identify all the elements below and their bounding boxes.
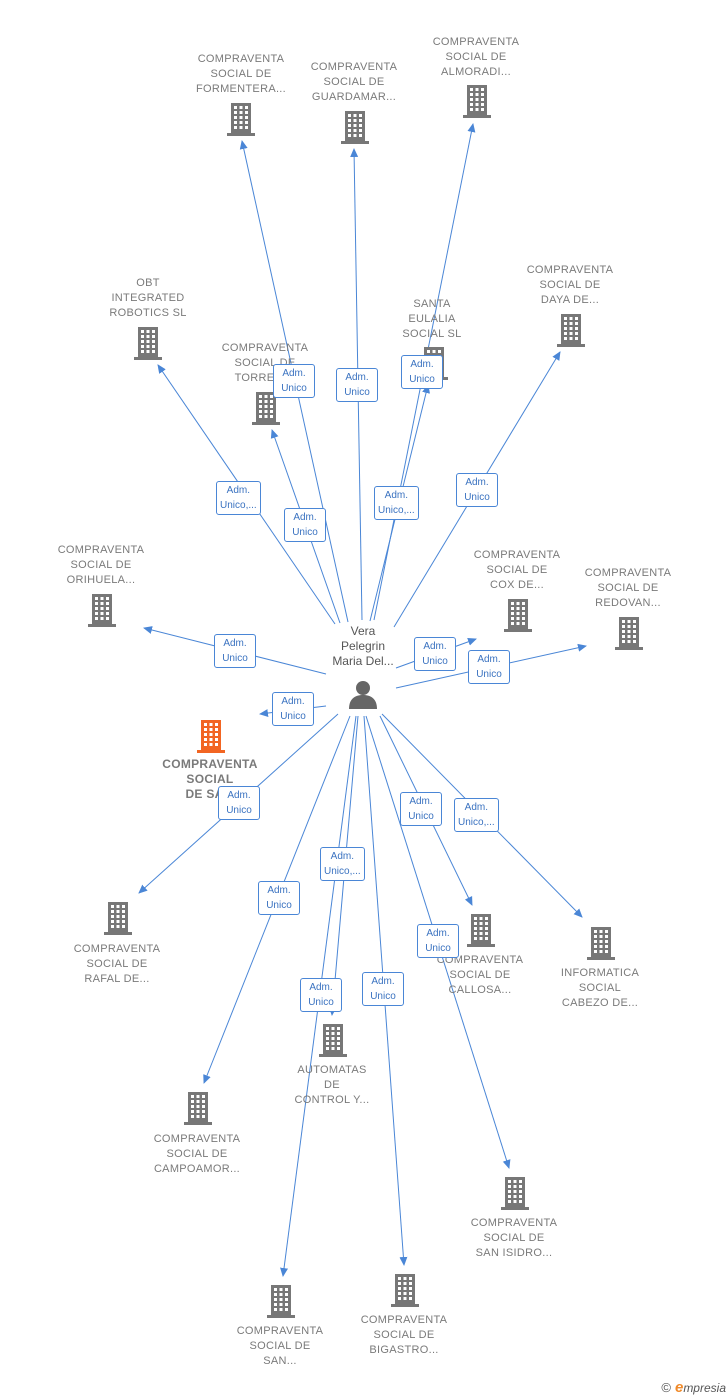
building-icon-san[interactable] xyxy=(264,1283,298,1319)
center-person-label[interactable]: Vera Pelegrin Maria Del... xyxy=(332,624,394,668)
edge-label-highlight: Adm. Unico xyxy=(272,692,314,726)
building-icon-guardamar[interactable] xyxy=(338,109,372,145)
node-label-campoamor[interactable]: COMPRAVENTA SOCIAL DE CAMPOAMOR... xyxy=(153,1133,241,1175)
node-label-obt[interactable]: OBT INTEGRATED ROBOTICS SL xyxy=(109,277,187,319)
node-label-guardamar[interactable]: COMPRAVENTA SOCIAL DE GUARDAMAR... xyxy=(310,61,398,103)
building-icon-bigastro[interactable] xyxy=(388,1272,422,1308)
building-icon-campoamor[interactable] xyxy=(181,1090,215,1126)
edge-label-orihuela: Adm. Unico xyxy=(214,634,256,668)
node-label-callosa[interactable]: COMPRAVENTA SOCIAL DE CALLOSA... xyxy=(436,954,524,996)
building-icon-orihuela[interactable] xyxy=(85,592,119,628)
node-label-sanisidro[interactable]: COMPRAVENTA SOCIAL DE SAN ISIDRO... xyxy=(470,1217,558,1259)
building-icon-redovan[interactable] xyxy=(612,615,646,651)
brand-logo-text: mpresia xyxy=(683,1381,726,1395)
edge-label-obt: Adm. Unico,... xyxy=(216,481,261,515)
building-icon-callosa[interactable] xyxy=(464,912,498,948)
edge-label-rafal: Adm. Unico xyxy=(218,786,260,820)
building-icon-rafal[interactable] xyxy=(101,900,135,936)
edge-label-daya: Adm. Unico xyxy=(456,473,498,507)
building-icon-obt[interactable] xyxy=(131,325,165,361)
building-icon-daya[interactable] xyxy=(554,312,588,348)
node-label-torrevieja[interactable]: COMPRAVENTA SOCIAL DE TORREVI... xyxy=(221,342,309,384)
node-label-bigastro[interactable]: COMPRAVENTA SOCIAL DE BIGASTRO... xyxy=(360,1314,448,1356)
edge-label-callosa: Adm. Unico xyxy=(400,792,442,826)
edge-label-santa: Adm. Unico,... xyxy=(374,486,419,520)
edge-label-informatica: Adm. Unico,... xyxy=(454,798,499,832)
edge-label-almoradi: Adm. Unico xyxy=(401,355,443,389)
node-label-almoradi[interactable]: COMPRAVENTA SOCIAL DE ALMORADI... xyxy=(432,36,520,78)
node-label-santa[interactable]: SANTA EULALIA SOCIAL SL xyxy=(402,298,462,340)
person-icon[interactable] xyxy=(346,678,380,710)
footer-brand: ©empresia xyxy=(661,1379,726,1396)
edge-label-cox: Adm. Unico xyxy=(414,637,456,671)
node-label-formentera[interactable]: COMPRAVENTA SOCIAL DE FORMENTERA... xyxy=(195,53,287,95)
node-label-orihuela[interactable]: COMPRAVENTA SOCIAL DE ORIHUELA... xyxy=(57,544,145,586)
building-icon-sanisidro[interactable] xyxy=(498,1175,532,1211)
building-icon-torrevieja[interactable] xyxy=(249,390,283,426)
edge-label-torrevieja: Adm. Unico xyxy=(284,508,326,542)
edge-label-redovan: Adm. Unico xyxy=(468,650,510,684)
copyright-symbol: © xyxy=(661,1380,671,1395)
edge-label-guardamar: Adm. Unico xyxy=(336,368,378,402)
node-label-automatas[interactable]: AUTOMATAS DE CONTROL Y... xyxy=(294,1064,370,1106)
edge-label-campoamor: Adm. Unico xyxy=(258,881,300,915)
node-label-informatica[interactable]: INFORMATICA SOCIAL CABEZO DE... xyxy=(560,967,640,1009)
node-label-san[interactable]: COMPRAVENTA SOCIAL DE SAN... xyxy=(236,1325,324,1367)
brand-logo-initial: e xyxy=(674,1379,684,1396)
building-icon-highlight[interactable] xyxy=(194,718,228,754)
node-label-rafal[interactable]: COMPRAVENTA SOCIAL DE RAFAL DE... xyxy=(73,943,161,985)
edge-label-san: Adm. Unico,... xyxy=(320,847,365,881)
building-icon-almoradi[interactable] xyxy=(460,83,494,119)
node-label-cox[interactable]: COMPRAVENTA SOCIAL DE COX DE... xyxy=(473,549,561,591)
building-icon-cox[interactable] xyxy=(501,597,535,633)
building-icon-formentera[interactable] xyxy=(224,101,258,137)
edge-label-formentera: Adm. Unico xyxy=(273,364,315,398)
node-label-daya[interactable]: COMPRAVENTA SOCIAL DE DAYA DE... xyxy=(526,264,614,306)
edge-label-bigastro: Adm. Unico xyxy=(362,972,404,1006)
edge-label-automatas: Adm. Unico xyxy=(300,978,342,1012)
node-label-highlight[interactable]: COMPRAVENTA SOCIAL DE SA... xyxy=(162,757,258,801)
building-icon-informatica[interactable] xyxy=(584,925,618,961)
edge-label-sanisidro: Adm. Unico xyxy=(417,924,459,958)
building-icon-automatas[interactable] xyxy=(316,1022,350,1058)
node-label-redovan[interactable]: COMPRAVENTA SOCIAL DE REDOVAN... xyxy=(584,567,672,609)
